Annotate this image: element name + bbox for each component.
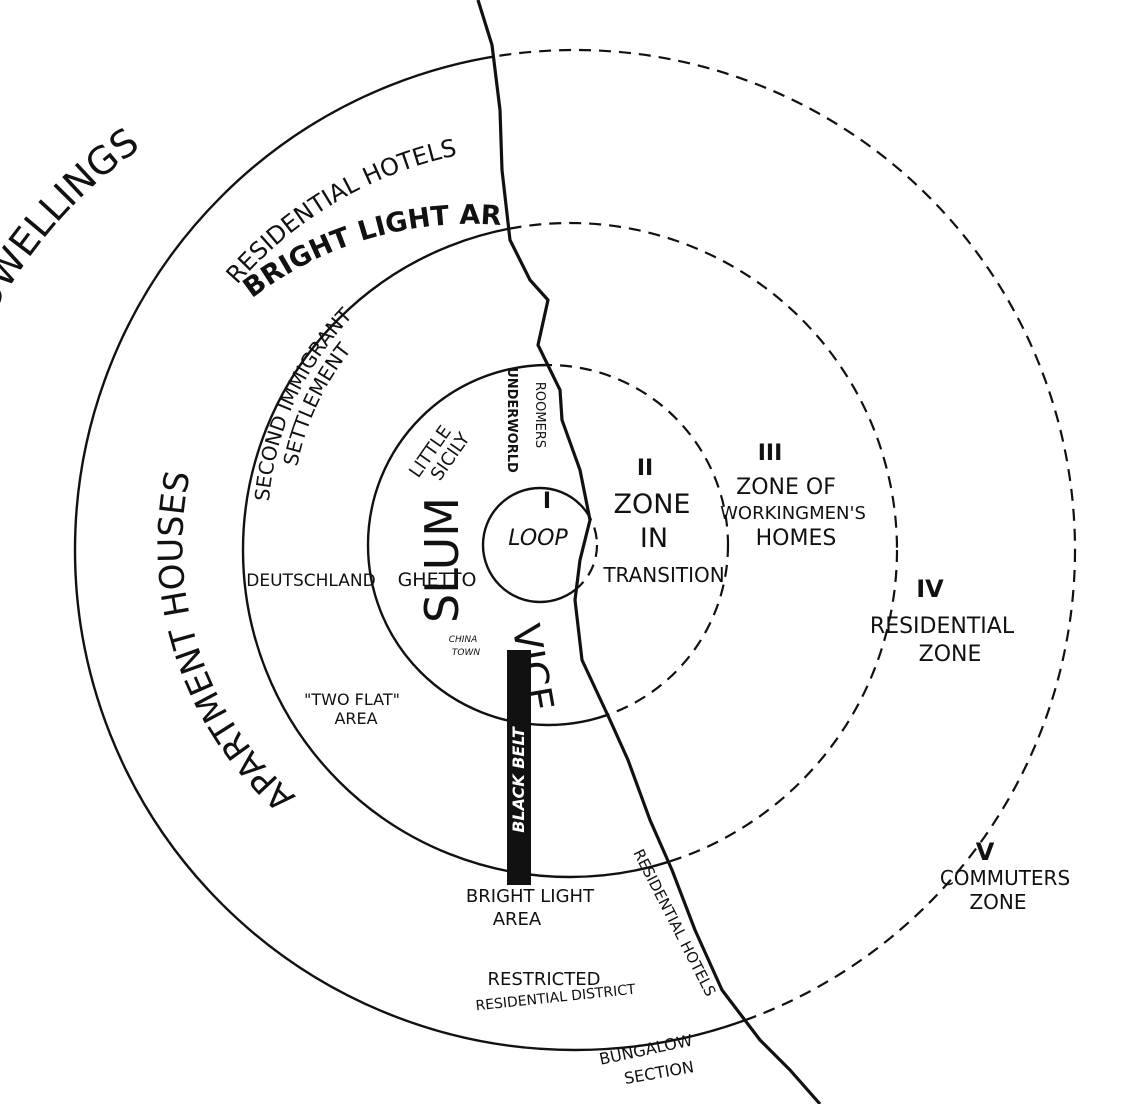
ghetto-label: GHETTO — [398, 569, 477, 591]
roomers-label: ROOMERS — [532, 382, 547, 448]
zone-three: III ZONE OF WORKINGMEN'S HOMES — [720, 441, 866, 551]
residential-hotels-south-label: RESIDENTIAL HOTELS — [630, 846, 720, 999]
zone-four: IV RESIDENTIAL ZONE — [870, 575, 1015, 667]
bright-light-south-line2: AREA — [493, 909, 542, 930]
zone-two: II ZONE IN TRANSITION — [602, 456, 724, 587]
zone-one-numeral: I — [543, 489, 551, 514]
zone-two-numeral: II — [637, 456, 653, 481]
zone-three-line1: ZONE OF — [736, 475, 836, 500]
zone-five-line1: COMMUTERS — [940, 866, 1070, 890]
zone-three-ring-east — [478, 221, 899, 879]
zone-five-numeral: V — [976, 838, 995, 866]
zone-three-line2: WORKINGMEN'S — [720, 503, 866, 524]
zone-four-line1: RESIDENTIAL — [870, 614, 1015, 639]
china-town-line2: TOWN — [452, 648, 480, 658]
apartment-houses-label: APARTMENT HOUSES — [151, 468, 302, 819]
zone-five-line2: ZONE — [969, 890, 1026, 914]
black-belt-label: BLACK BELT — [509, 726, 528, 833]
black-belt-bar — [507, 650, 531, 885]
restricted-line1: RESTRICTED — [488, 969, 601, 990]
zone-two-line2: IN — [640, 523, 668, 554]
zone-three-numeral: III — [758, 441, 783, 466]
two-flat-line2: AREA — [334, 709, 377, 728]
zone-one-name: LOOP — [508, 526, 568, 551]
zone-two-line3: TRANSITION — [602, 563, 724, 587]
slum-label: SLUM — [415, 497, 469, 623]
zone-one: I LOOP — [508, 489, 568, 551]
zone-two-line1: ZONE — [613, 489, 690, 520]
deutschland-label: DEUTSCHLAND — [246, 571, 375, 591]
zone-three-line3: HOMES — [756, 526, 837, 551]
single-family-label: SINGLE FAMILY DWELLINGS — [0, 119, 147, 601]
china-town-line1: CHINA — [449, 635, 478, 645]
black-belt: BLACK BELT — [507, 650, 531, 885]
zone-four-numeral: IV — [916, 575, 944, 603]
lake-shoreline — [476, 0, 822, 1104]
zone-five: V COMMUTERS ZONE — [940, 838, 1070, 914]
zone-four-line2: ZONE — [919, 642, 982, 667]
underworld-label: UNDERWORLD — [504, 367, 519, 473]
bright-light-south-line1: BRIGHT LIGHT — [466, 886, 595, 907]
two-flat-line1: "TWO FLAT" — [304, 690, 400, 709]
